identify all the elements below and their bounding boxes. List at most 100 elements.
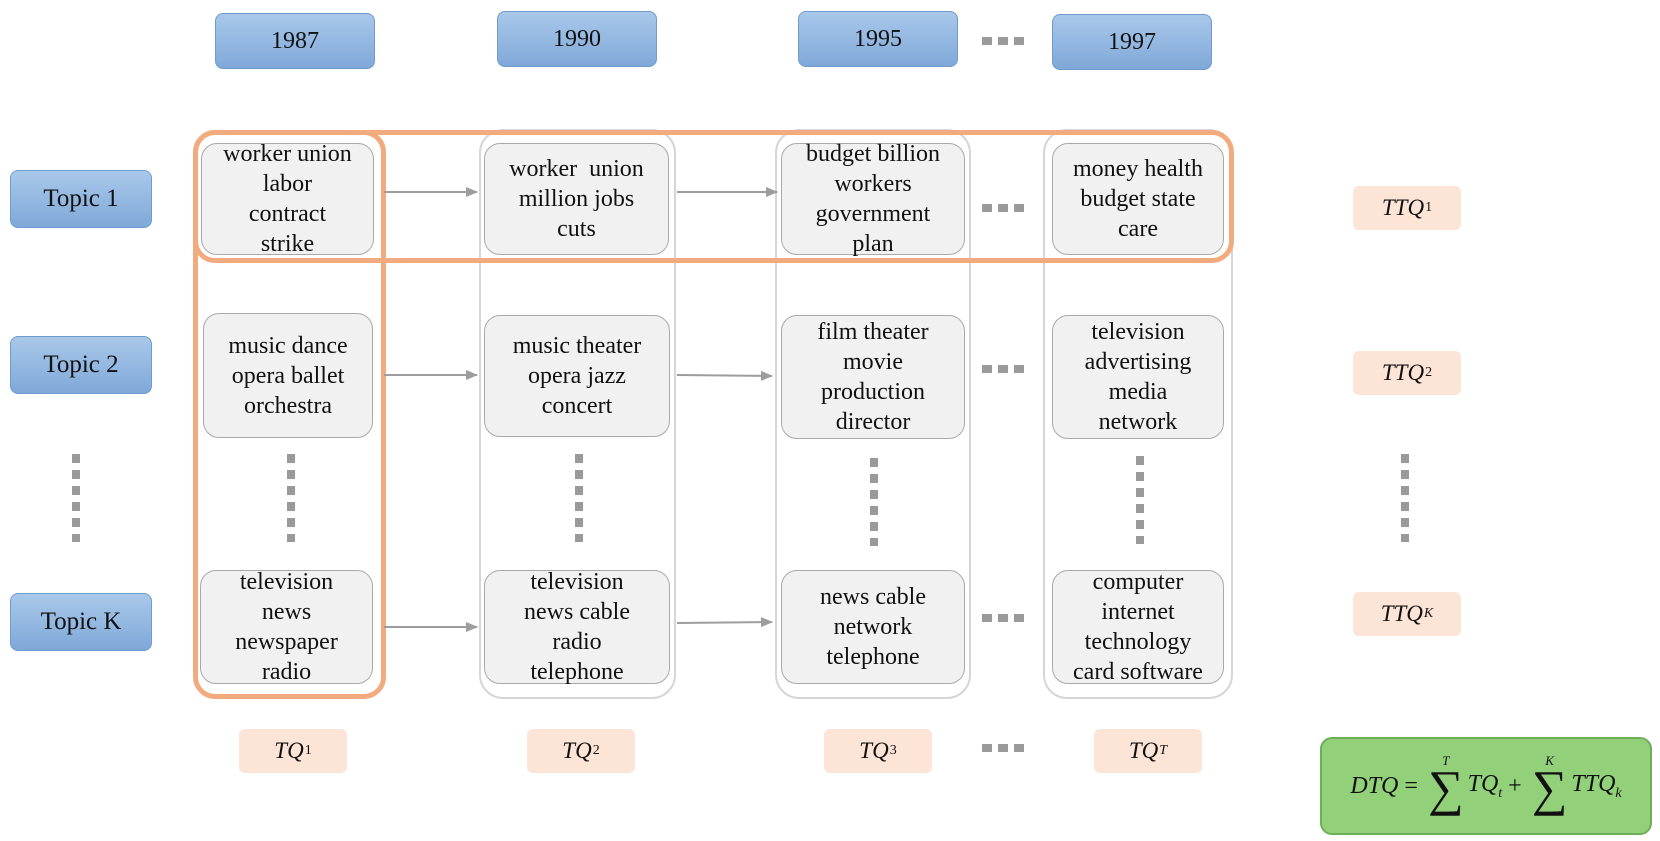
topic-label-1: Topic 1 (10, 170, 152, 228)
cell-line: concert (541, 393, 613, 419)
row-1-ellipsis (982, 204, 1024, 212)
cell-line: telephone (530, 659, 624, 685)
arrow-topic2-1990-1995 (676, 370, 773, 381)
tq-sub: 1 (304, 743, 312, 758)
cell-line: million jobs (518, 186, 635, 212)
topic-cell-1987-topick: television news newspaper radio (200, 569, 373, 685)
cell-line: strike (260, 231, 315, 257)
ttq-sub: 2 (1425, 365, 1433, 380)
row-k-ellipsis (982, 614, 1024, 622)
tq-ellipsis (982, 744, 1024, 752)
cell-line: music theater (512, 333, 642, 359)
year-header-1990: 1990 (497, 11, 657, 67)
year-ellipsis (982, 37, 1024, 45)
cell-line: contract (248, 201, 327, 227)
year-header-1987: 1987 (215, 13, 375, 69)
formula-plus: + (1508, 772, 1522, 799)
cell-line: budget billion (806, 141, 940, 167)
sum-symbol-t: T∑ (1427, 753, 1464, 816)
cell-line: worker union (223, 141, 352, 167)
cell-line: radio (552, 629, 602, 655)
cell-line: film theater (817, 319, 929, 345)
tq-base: TQ (859, 738, 889, 763)
formula-term-tq: TQt (1467, 770, 1503, 801)
ttq-sub: K (1423, 606, 1434, 621)
ttq-base: TTQ (1381, 195, 1425, 220)
column-1997-ellipsis (1136, 456, 1144, 544)
topic-cell-1990-topic1: worker union million jobs cuts (484, 143, 669, 255)
cell-line: news cable (820, 584, 926, 610)
topic-cell-1997-topic1: money health budget state care (1052, 143, 1224, 255)
cell-line: technology (1084, 629, 1192, 655)
cell-line: money health (1073, 156, 1203, 182)
cell-line: labor (262, 171, 313, 197)
tq-sub: T (1159, 743, 1168, 758)
topic-ellipsis (72, 454, 80, 542)
year-header-1997: 1997 (1052, 14, 1212, 70)
cell-line: computer (1092, 569, 1184, 595)
topic-cell-1995-topic2: film theater movie production director (781, 315, 965, 439)
formula-term-ttq: TTQk (1571, 770, 1622, 801)
cell-line: newspaper (235, 629, 338, 655)
cell-line: radio (261, 659, 312, 685)
cell-line: advertising (1084, 349, 1192, 375)
sum-upper-limit: K (1545, 753, 1554, 768)
cell-line: production (821, 379, 925, 405)
cell-line: plan (852, 231, 894, 257)
cell-line: government (815, 201, 931, 227)
cell-line: budget state (1080, 186, 1196, 212)
cell-line: news cable (524, 599, 630, 625)
tq-base: TQ (274, 738, 304, 763)
arrow-topick-1990-1995 (676, 617, 773, 628)
topic-cell-1995-topick: news cable network telephone (781, 570, 965, 684)
tq-sub: 2 (592, 743, 600, 758)
cell-line: card software (1073, 659, 1203, 685)
cell-line: network (1098, 409, 1178, 435)
cell-line: cuts (557, 216, 596, 242)
cell-line: opera jazz (528, 363, 626, 389)
ttq-base: TTQ (1380, 601, 1423, 626)
topic-cell-1997-topic2: television advertising media network (1052, 315, 1224, 439)
cell-line: opera ballet (231, 362, 345, 389)
cell-line: care (1118, 216, 1158, 242)
topic-cell-1990-topic2: music theater opera jazz concert (484, 315, 670, 437)
column-1990-ellipsis (575, 454, 583, 542)
topic-label-2: Topic 2 (10, 336, 152, 394)
column-1995-ellipsis (870, 458, 878, 546)
sum-upper-limit: T (1442, 753, 1450, 768)
cell-line: worker union (509, 156, 644, 182)
ttq-base: TTQ (1381, 360, 1425, 385)
row-2-ellipsis (982, 365, 1024, 373)
ttq-sub: 1 (1425, 200, 1433, 215)
topic-cell-1987-topic1: worker union labor contract strike (201, 141, 374, 257)
formula-lhs: DTQ (1350, 772, 1399, 799)
cell-line: music dance (228, 332, 348, 359)
tq-sub: 3 (889, 743, 897, 758)
tq-base: TQ (562, 738, 592, 763)
column-1987-ellipsis (287, 454, 295, 542)
topic-label-k: Topic K (10, 593, 152, 651)
cell-line: television (1091, 319, 1185, 345)
formula-equals: = (1404, 772, 1418, 799)
cell-line: director (835, 409, 911, 435)
cell-line: telephone (826, 644, 920, 670)
cell-line: movie (843, 349, 903, 375)
cell-line: media (1108, 379, 1168, 405)
cell-line: workers (834, 171, 912, 197)
highlight-row-topic1 (193, 130, 1234, 263)
sum-symbol-k: K∑ (1531, 753, 1568, 816)
cell-line: news (261, 599, 312, 625)
topic-cell-1995-topic1: budget billion workers government plan (781, 141, 965, 257)
cell-line: network (833, 614, 913, 640)
ttq-ellipsis (1401, 454, 1409, 542)
cell-line: television (239, 569, 334, 595)
